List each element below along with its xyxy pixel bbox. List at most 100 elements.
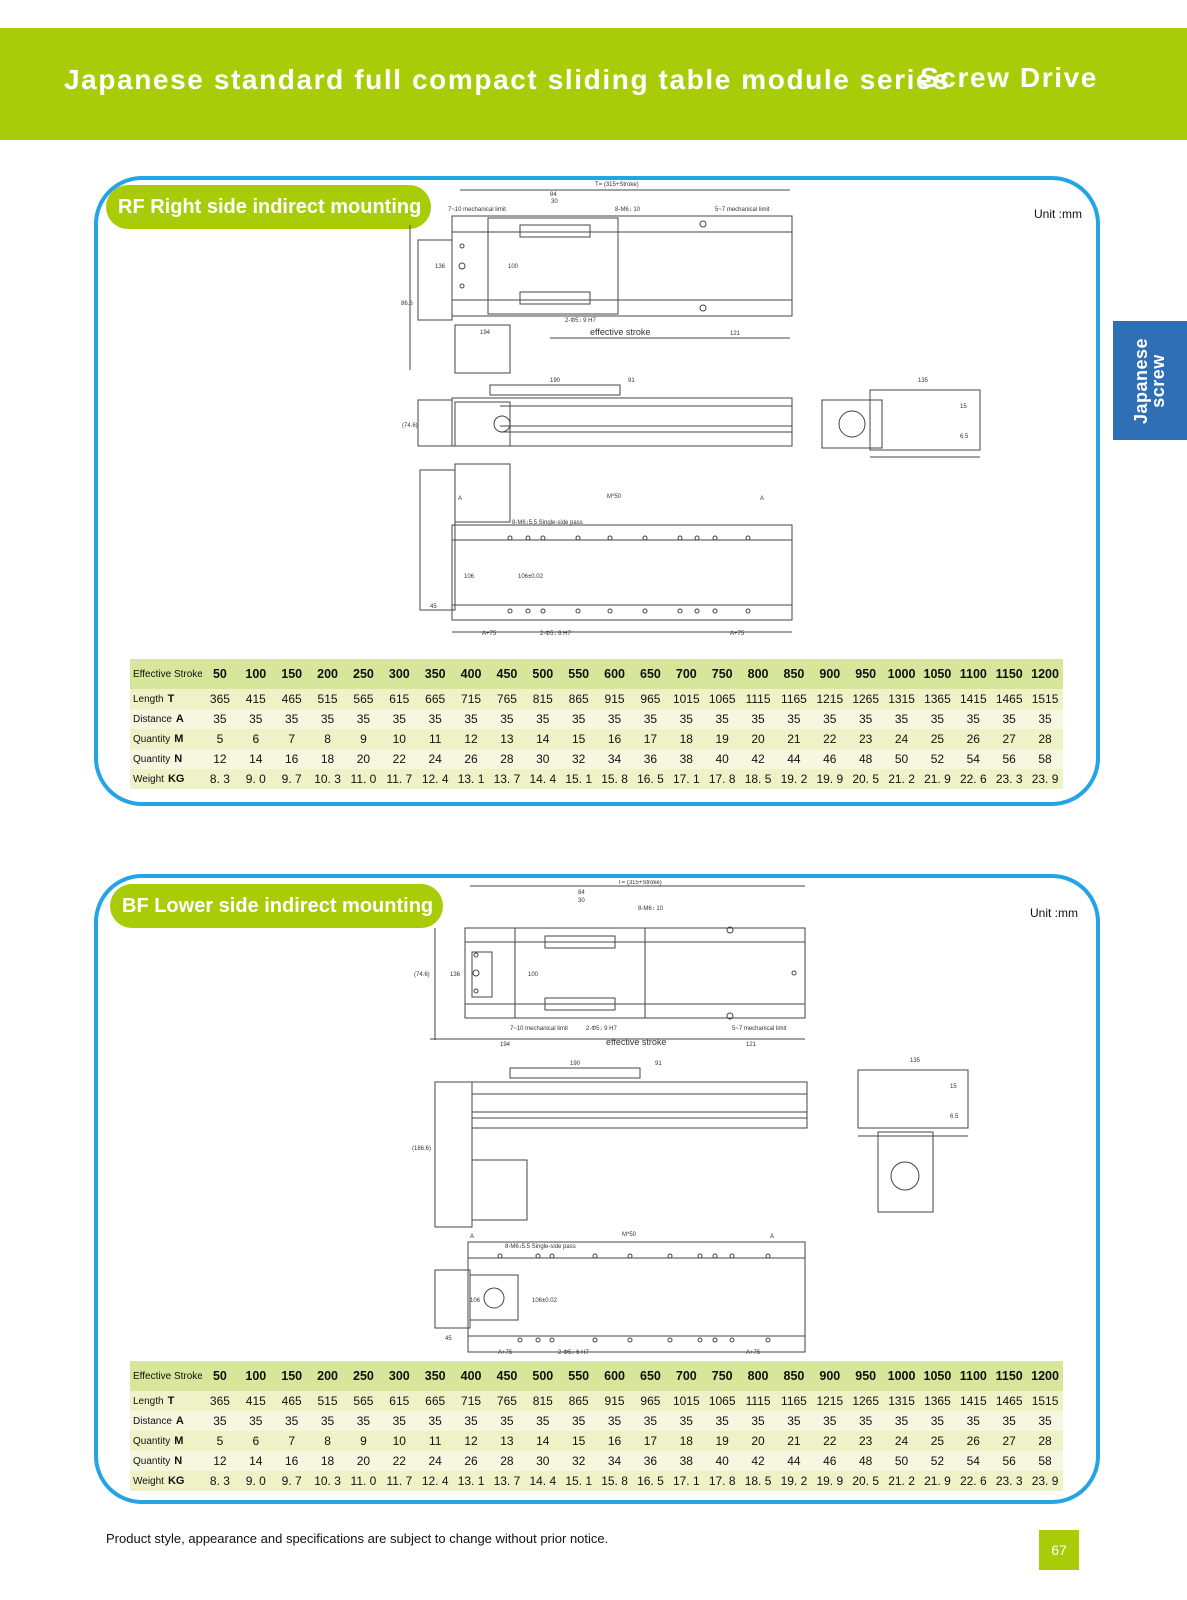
table-cell: 42 <box>740 1451 776 1471</box>
page-subtitle: Screw Drive <box>920 62 1098 93</box>
table-cell: 15. 1 <box>565 772 593 786</box>
row-symbol: KG <box>167 1475 185 1487</box>
rf-label-100: 100 <box>508 264 519 270</box>
bf-label-106: 106 <box>470 1298 481 1304</box>
table-cell: 5 <box>216 732 224 746</box>
table-cell: 22 <box>381 1451 418 1471</box>
table-cell: 415 <box>245 1394 266 1408</box>
header-banner <box>0 28 1187 140</box>
table-cell: 23. 9 <box>1031 1474 1059 1488</box>
stroke-header-cell: 50 <box>202 1361 238 1391</box>
table-cell: 26 <box>966 1434 980 1448</box>
table-cell: 30 <box>524 749 561 769</box>
table-cell: 25 <box>930 732 945 746</box>
table-cell: 35 <box>811 709 848 729</box>
table-cell: 58 <box>1027 1451 1063 1471</box>
table-cell: 12 <box>202 749 238 769</box>
table-cell: 35 <box>776 1411 812 1431</box>
table-cell: 16 <box>273 749 310 769</box>
table-cell: 24 <box>894 732 909 746</box>
table-cell: 35 <box>560 709 597 729</box>
table-cell: 35 <box>668 709 705 729</box>
side-tab[interactable]: Japanese screw <box>1113 321 1187 440</box>
bf-label-dowel: 2-Φ5↓ 9 H7 <box>586 1026 617 1032</box>
table-cell: 11. 7 <box>386 772 413 786</box>
table-cell: 35 <box>237 1411 274 1431</box>
table-cell: 11 <box>428 732 442 746</box>
table-cell: 665 <box>425 1394 446 1408</box>
table-cell: 20. 5 <box>852 772 880 786</box>
bf-label-45: 45 <box>445 1336 452 1342</box>
table-cell: 17. 1 <box>672 1474 700 1488</box>
table-cell: 21 <box>787 732 801 746</box>
rf-label-limit-right: 5~7 mechanical limit <box>715 207 770 213</box>
table-cell: 8 <box>324 1434 331 1448</box>
stroke-header-cell: 1100 <box>955 659 992 689</box>
table-cell: 10 <box>392 732 406 746</box>
table-cell: 18. 5 <box>744 1474 772 1488</box>
stroke-header-cell: 750 <box>704 659 741 689</box>
bf-label-limit-right: 5~7 mechanical limit <box>732 1026 787 1032</box>
stroke-header-cell: 900 <box>811 659 848 689</box>
header-label-cell: Effective Stroke <box>130 1361 202 1391</box>
table-cell: 715 <box>461 692 482 706</box>
table-cell: 13 <box>500 732 514 746</box>
table-cell: 35 <box>632 1411 669 1431</box>
table-cell: 15 <box>572 732 586 746</box>
table-cell: 12. 4 <box>421 772 449 786</box>
bf-label-a1: A <box>470 1234 474 1240</box>
table-cell: 20. 5 <box>852 1474 880 1488</box>
stroke-header-cell: 1150 <box>991 1361 1028 1391</box>
table-cell: 615 <box>389 692 410 706</box>
table-cell: 25 <box>930 1434 945 1448</box>
table-cell: 48 <box>847 749 884 769</box>
table-cell: 19 <box>715 732 729 746</box>
table-cell: 35 <box>955 709 992 729</box>
footer-notice: Product style, appearance and specificat… <box>106 1531 609 1546</box>
stroke-header-cell: 550 <box>560 659 597 689</box>
stroke-header-cell: 1200 <box>1027 1361 1063 1391</box>
table-cell: 54 <box>955 1451 992 1471</box>
stroke-header-cell: 800 <box>740 1361 776 1391</box>
table-cell: 27 <box>1002 1434 1016 1448</box>
table-cell: 715 <box>461 1394 482 1408</box>
table-cell: 18 <box>309 1451 346 1471</box>
table-cell: 35 <box>776 709 812 729</box>
table-cell: 10. 3 <box>314 1474 341 1488</box>
stroke-header-cell: 200 <box>309 1361 346 1391</box>
table-cell: 19 <box>715 1434 729 1448</box>
table-cell: 13 <box>500 1434 514 1448</box>
table-cell: 42 <box>740 749 776 769</box>
table-cell: 35 <box>847 1411 884 1431</box>
table-cell: 9. 0 <box>245 1474 266 1488</box>
table-cell: 35 <box>453 1411 489 1431</box>
stroke-header-cell: 150 <box>273 1361 310 1391</box>
rf-label-194: 194 <box>480 330 491 336</box>
table-cell: 32 <box>560 749 597 769</box>
rf-label-91: 91 <box>628 378 635 384</box>
stroke-header-cell: 1000 <box>883 1361 920 1391</box>
table-cell: 8. 3 <box>209 1474 230 1488</box>
table-cell: 35 <box>202 1411 238 1431</box>
table-cell: 32 <box>560 1451 597 1471</box>
table-cell: 35 <box>596 709 633 729</box>
section-rf-title: RF Right side indirect mounting <box>106 185 432 229</box>
row-label: Quantity <box>133 754 171 765</box>
bf-label-190: 190 <box>570 1061 581 1067</box>
table-cell: 11. 0 <box>350 1474 377 1488</box>
table-cell: 27 <box>1002 732 1016 746</box>
table-cell: 12 <box>464 1434 478 1448</box>
table-cell: 11. 0 <box>350 772 377 786</box>
side-tab-label: Japanese screw <box>1131 337 1168 425</box>
table-cell: 22 <box>381 749 418 769</box>
table-cell: 465 <box>281 692 302 706</box>
